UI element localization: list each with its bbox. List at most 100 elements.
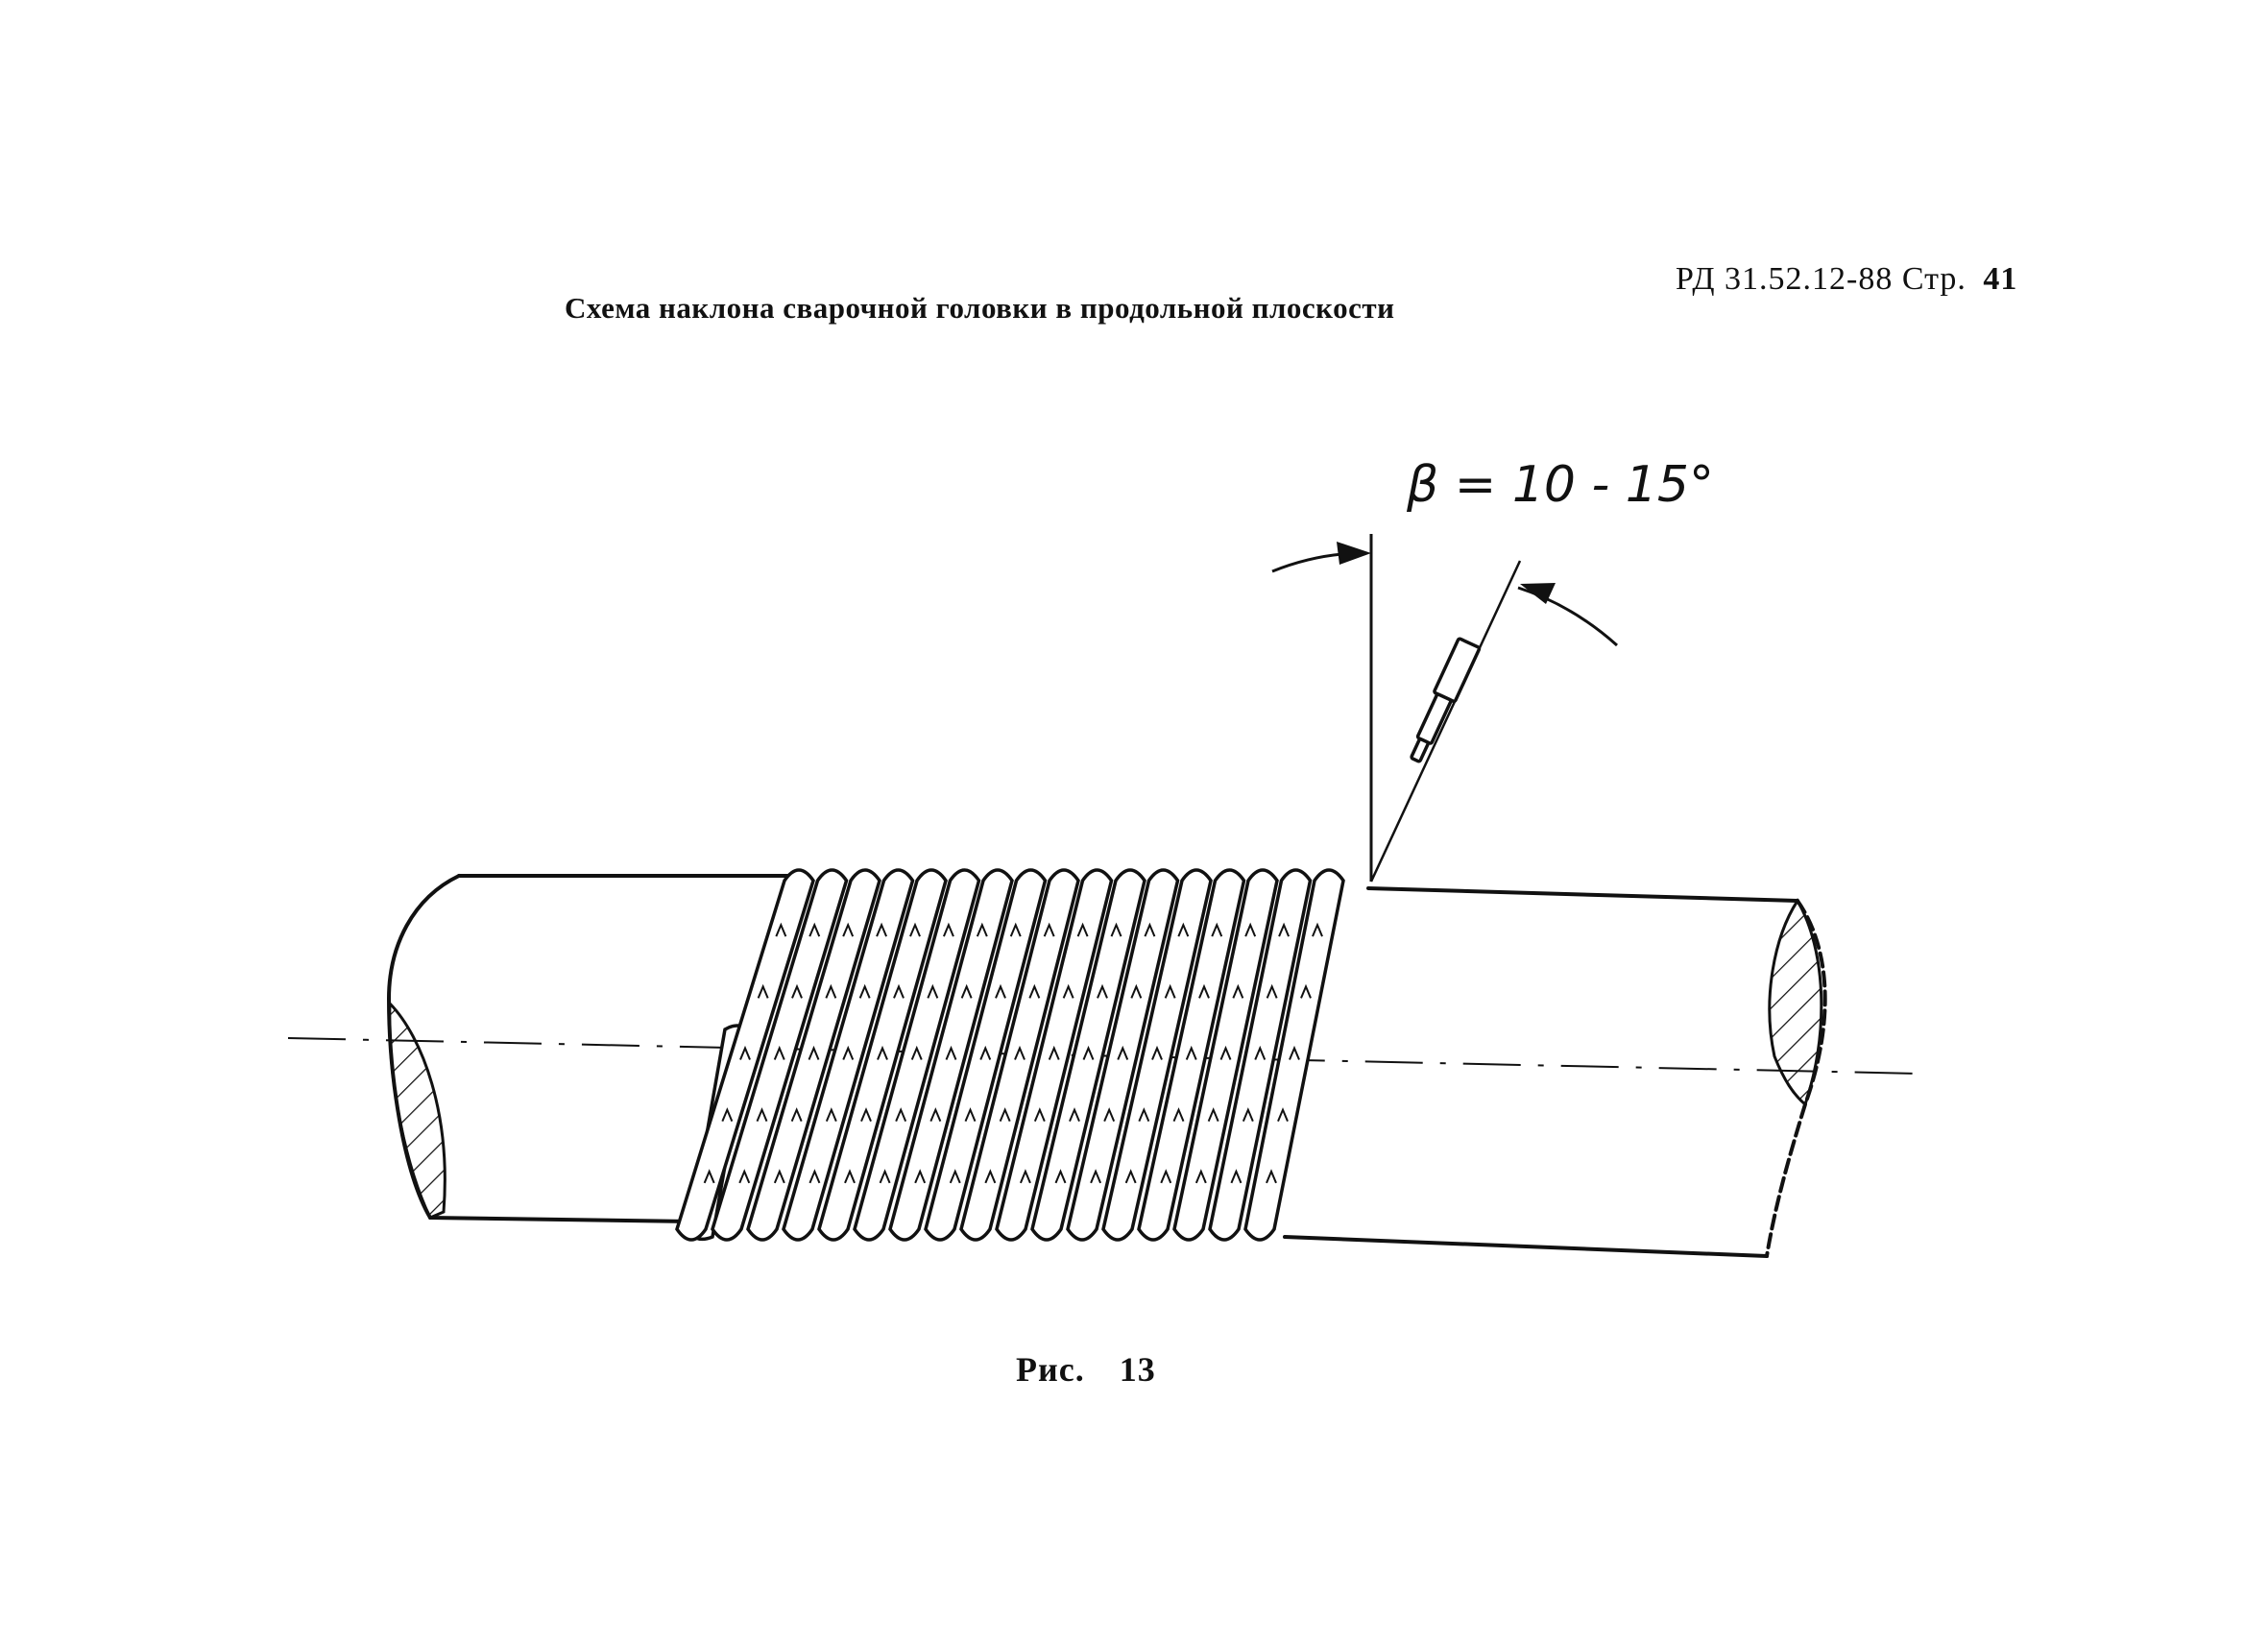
weld-bead — [924, 868, 1048, 1242]
weld-bead-mark — [910, 1045, 923, 1060]
weld-bead-mark — [964, 1107, 977, 1123]
weld-bead — [888, 868, 1014, 1242]
weld-bead-layer — [675, 868, 1345, 1242]
weld-bead-mark — [1069, 1107, 1080, 1123]
weld-bead-mark — [949, 1169, 961, 1184]
caption-label: Рис. — [1016, 1350, 1085, 1389]
angle-dimension-arcs — [1271, 551, 1618, 647]
weld-bead-mark — [1144, 922, 1156, 937]
weld-bead-mark — [914, 1169, 927, 1184]
welding-head — [1410, 637, 1482, 763]
angle-label: β = 10 - 15° — [1406, 456, 1714, 514]
weld-bead-mark — [1117, 1045, 1129, 1060]
weld-bead-mark — [877, 1045, 888, 1060]
weld-bead-mark — [1198, 983, 1210, 999]
weld-bead-mark — [1124, 1169, 1137, 1184]
weld-bead-mark — [1110, 922, 1122, 937]
weld-bead — [1172, 868, 1279, 1242]
weld-bead — [782, 868, 915, 1242]
weld-bead-mark — [1194, 1169, 1207, 1184]
caption-number: 13 — [1119, 1350, 1156, 1389]
weld-bead-mark — [721, 1107, 734, 1123]
weld-bead-mark — [790, 1107, 803, 1123]
weld-bead-mark — [773, 1169, 785, 1184]
weld-bead-mark — [976, 922, 988, 937]
weld-bead-mark — [1138, 1107, 1150, 1123]
weld-bead-mark — [1211, 922, 1223, 937]
weld-bead-mark — [1177, 922, 1190, 937]
weld-bead-mark — [999, 1107, 1011, 1123]
weld-bead — [995, 868, 1114, 1242]
weld-bead — [1208, 868, 1313, 1242]
weld-bead-mark — [738, 1169, 751, 1184]
weld-bead-mark — [825, 983, 837, 999]
weld-bead-mark — [895, 1107, 907, 1123]
weld-bead-mark — [842, 1045, 855, 1060]
weld-bead-mark — [1312, 922, 1323, 937]
weld-bead — [711, 868, 849, 1242]
document-code: РД 31.52.12-88 — [1676, 261, 1894, 297]
weld-bead-mark — [791, 983, 803, 999]
weld-bead-mark — [1090, 1169, 1102, 1184]
weld-bead-mark — [1254, 1045, 1267, 1060]
weld-bead-mark — [942, 922, 954, 937]
weld-bead — [853, 868, 981, 1242]
weld-bead-mark — [979, 1045, 992, 1060]
weld-bead-mark — [756, 1107, 768, 1123]
weld-bead-mark — [995, 983, 1006, 999]
weld-bead-mark — [1043, 922, 1055, 937]
weld-bead-mark — [1076, 922, 1089, 937]
weld-bead-mark — [1278, 922, 1291, 937]
weld-bead-mark — [1048, 1045, 1060, 1060]
weld-bead-mark — [1242, 1107, 1254, 1123]
weld-bead-mark — [876, 922, 888, 937]
electrode-axis-line — [1369, 560, 1522, 883]
document-header: РД 31.52.12-88 Стр. 41 — [1676, 261, 2017, 298]
weld-bead-mark — [1151, 1045, 1163, 1060]
angle-arrowheads — [1337, 542, 1556, 604]
weld-bead-mark — [1172, 1107, 1185, 1123]
weld-bead-mark — [757, 983, 769, 999]
weld-bead — [675, 868, 815, 1242]
weld-bead-mark — [1266, 983, 1278, 999]
weld-bead-mark — [1103, 1107, 1116, 1123]
weld-bead-mark — [808, 1045, 820, 1060]
weld-bead-mark — [1164, 983, 1176, 999]
weld-bead-mark — [1097, 983, 1108, 999]
weld-bead-mark — [860, 1107, 872, 1123]
weld-bead-mark — [1232, 983, 1244, 999]
page-label: Стр. — [1901, 261, 1966, 297]
weld-bead — [1137, 868, 1246, 1242]
weld-bead-mark — [858, 983, 871, 999]
weld-bead-mark — [739, 1045, 751, 1060]
weld-bead-mark — [893, 983, 905, 999]
weld-bead-mark — [960, 983, 973, 999]
page-number: 41 — [1983, 261, 2018, 297]
weld-bead-mark — [984, 1169, 997, 1184]
weld-bead-mark — [1300, 983, 1312, 999]
weld-bead-mark — [1033, 1107, 1046, 1123]
figure-caption: Рис. 13 — [1016, 1349, 1156, 1390]
weld-bead-mark — [1019, 1169, 1031, 1184]
weld-bead-mark — [825, 1107, 837, 1123]
weld-bead-mark — [945, 1045, 957, 1060]
weld-bead-mark — [1230, 1169, 1243, 1184]
right-section-hatch — [1768, 898, 1823, 1107]
weld-bead — [1030, 868, 1146, 1242]
weld-bead-mark — [909, 922, 921, 937]
weld-bead-mark — [1207, 1107, 1219, 1123]
weld-bead-mark — [842, 922, 855, 937]
weld-bead — [1101, 868, 1213, 1242]
weld-bead-mark — [1160, 1169, 1172, 1184]
weld-bead-mark — [929, 1107, 942, 1123]
weld-bead-mark — [1277, 1107, 1289, 1123]
weld-bead — [817, 868, 948, 1242]
weld-bead — [1243, 868, 1345, 1242]
weld-bead-mark — [1266, 1169, 1277, 1184]
weld-bead — [746, 868, 881, 1242]
weld-bead-mark — [773, 1045, 785, 1060]
weld-bead-mark — [1014, 1045, 1025, 1060]
weld-bead-mark — [879, 1169, 891, 1184]
weld-bead-mark — [844, 1169, 856, 1184]
